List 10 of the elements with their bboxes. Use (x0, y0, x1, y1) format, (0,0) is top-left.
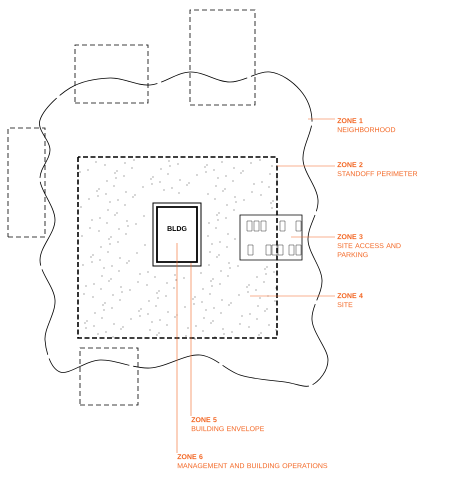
neighbor-building-outline (74, 44, 148, 104)
leader-line (190, 262, 192, 416)
neighbor-building-outline (190, 10, 256, 106)
leader-line (176, 242, 178, 454)
neighbor-building-outline (8, 128, 46, 238)
neighborhood-boundary (39, 72, 328, 387)
leader-line (308, 118, 336, 120)
neighbor-building-outline (80, 348, 138, 406)
site-perimeter (77, 156, 278, 340)
parking-lot (240, 214, 302, 260)
